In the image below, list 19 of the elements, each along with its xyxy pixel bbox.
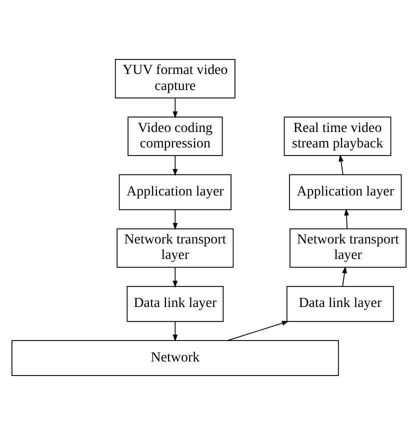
arrow (172, 320, 178, 342)
node-box: YUV format video capture (114, 58, 236, 98)
node-box: Application layer (289, 174, 402, 210)
node-box: Data link layer (126, 286, 224, 322)
arrow (172, 97, 178, 118)
arrow (172, 266, 178, 288)
node-box: Data link layer (286, 286, 394, 322)
node-box: Video coding compression (128, 116, 223, 156)
node-box: Application layer (118, 174, 232, 210)
node-box: Network (11, 340, 339, 376)
arrow (172, 154, 178, 176)
node-box: Network transport layer (290, 228, 407, 268)
arrow (344, 208, 349, 229)
node-box: Network transport layer (116, 228, 234, 268)
arrow (338, 154, 344, 175)
arrow (227, 320, 289, 340)
arrow (342, 266, 347, 286)
arrow (172, 208, 178, 230)
node-box: Real time video stream playback (284, 116, 392, 156)
